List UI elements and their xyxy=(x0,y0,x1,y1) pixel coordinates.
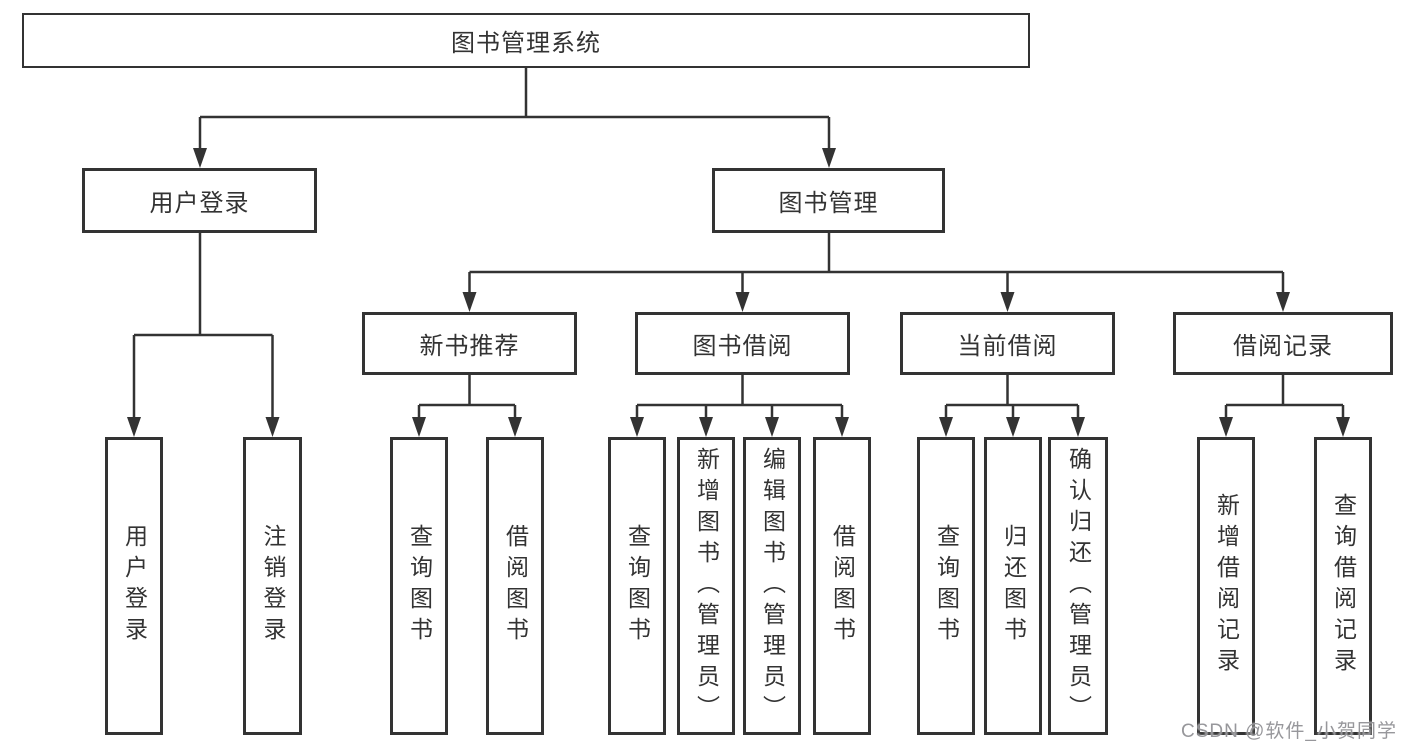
leaf-query-borrow-record: 查询借阅记录 xyxy=(1314,437,1372,735)
leaf-add-book-admin-label: 新增图书（管理员） xyxy=(693,446,720,726)
node-new-book-recommend: 新书推荐 xyxy=(362,312,577,375)
leaf-query-book-recommend: 查询图书 xyxy=(390,437,448,735)
leaf-user-login-label: 用户登录 xyxy=(121,524,148,648)
leaf-add-book-admin: 新增图书（管理员） xyxy=(677,437,735,735)
leaf-return-book-label: 归还图书 xyxy=(1000,524,1027,648)
leaf-query-book-current: 查询图书 xyxy=(917,437,975,735)
node-new-book-recommend-label: 新书推荐 xyxy=(419,333,520,360)
leaf-edit-book-admin-label: 编辑图书（管理员） xyxy=(759,446,786,726)
leaf-add-borrow-record-label: 新增借阅记录 xyxy=(1213,493,1240,679)
node-book-borrow-label: 图书借阅 xyxy=(692,333,793,360)
leaf-user-login: 用户登录 xyxy=(105,437,163,735)
leaf-borrow-book-recommend: 借阅图书 xyxy=(486,437,544,735)
node-book-management-label: 图书管理 xyxy=(778,190,879,217)
leaf-logout-login: 注销登录 xyxy=(243,437,302,735)
leaf-query-borrow-record-label: 查询借阅记录 xyxy=(1330,493,1357,679)
leaf-add-borrow-record: 新增借阅记录 xyxy=(1197,437,1255,735)
leaf-borrow-book-label: 借阅图书 xyxy=(829,524,856,648)
node-borrow-record: 借阅记录 xyxy=(1173,312,1393,375)
leaf-borrow-book-recommend-label: 借阅图书 xyxy=(502,524,529,648)
leaf-query-book-borrow-label: 查询图书 xyxy=(624,524,651,648)
leaf-query-book-borrow: 查询图书 xyxy=(608,437,666,735)
node-user-login-label: 用户登录 xyxy=(149,190,250,217)
watermark: CSDN @软件_小贺同学 xyxy=(1181,721,1397,742)
node-current-borrow: 当前借阅 xyxy=(900,312,1115,375)
leaf-edit-book-admin: 编辑图书（管理员） xyxy=(743,437,801,735)
leaf-borrow-book: 借阅图书 xyxy=(813,437,871,735)
node-book-management: 图书管理 xyxy=(712,168,945,233)
leaf-confirm-return-admin: 确认归还（管理员） xyxy=(1048,437,1108,735)
leaf-query-book-current-label: 查询图书 xyxy=(933,524,960,648)
leaf-logout-login-label: 注销登录 xyxy=(260,524,286,648)
leaf-return-book: 归还图书 xyxy=(984,437,1042,735)
node-borrow-record-label: 借阅记录 xyxy=(1233,333,1333,360)
node-book-borrow: 图书借阅 xyxy=(635,312,850,375)
node-current-borrow-label: 当前借阅 xyxy=(957,333,1058,360)
leaf-confirm-return-admin-label: 确认归还（管理员） xyxy=(1065,446,1092,726)
node-user-login: 用户登录 xyxy=(82,168,317,233)
node-root-label: 图书管理系统 xyxy=(451,30,601,57)
node-root: 图书管理系统 xyxy=(22,13,1030,68)
leaf-query-book-recommend-label: 查询图书 xyxy=(406,524,433,648)
